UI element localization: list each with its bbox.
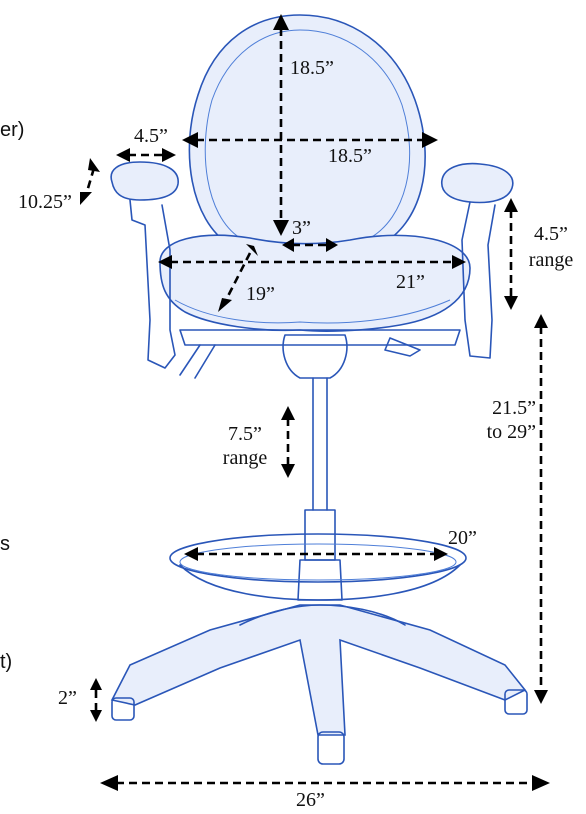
- chair-base: [110, 604, 527, 736]
- caster-right: [504, 689, 528, 715]
- armpad-length-label: 10.25”: [18, 191, 72, 213]
- seat-mechanism: [179, 329, 461, 346]
- seat-depth-label: 19”: [246, 283, 275, 305]
- caster-center: [317, 731, 345, 765]
- gas-cylinder: [312, 377, 328, 511]
- foot-ring: [169, 533, 467, 583]
- cropped-text-top-left: er): [0, 119, 25, 141]
- right-armpad: [441, 162, 514, 204]
- arm-range-value-label: 4.5”: [534, 223, 568, 245]
- base-diameter-label: 26”: [296, 789, 325, 811]
- right-arm-post: [461, 201, 496, 359]
- left-arm-post: [129, 199, 176, 369]
- cropped-text-bottom-left: t): [0, 651, 13, 673]
- seat-width-label: 21”: [396, 271, 425, 293]
- cylinder-range-word-label: range: [222, 447, 268, 469]
- arm-range-word-label: range: [528, 249, 574, 271]
- seat-height-line1-label: 21.5”: [492, 397, 536, 419]
- caster-size-label: 2”: [58, 687, 77, 709]
- seat-height-line2-label: to 29”: [486, 421, 536, 443]
- cropped-text-mid-left: s: [0, 533, 10, 555]
- cylinder-range-value-label: 7.5”: [228, 423, 262, 445]
- left-armpad: [110, 161, 179, 201]
- back-height-label: 18.5”: [290, 57, 334, 79]
- back-width-label: 18.5”: [328, 145, 372, 167]
- armpad-width-label: 4.5”: [134, 125, 168, 147]
- seat-contour-label: 3”: [292, 217, 311, 239]
- foot-ring-label: 20”: [448, 527, 477, 549]
- backrest: [188, 14, 426, 252]
- caster-left: [111, 697, 135, 721]
